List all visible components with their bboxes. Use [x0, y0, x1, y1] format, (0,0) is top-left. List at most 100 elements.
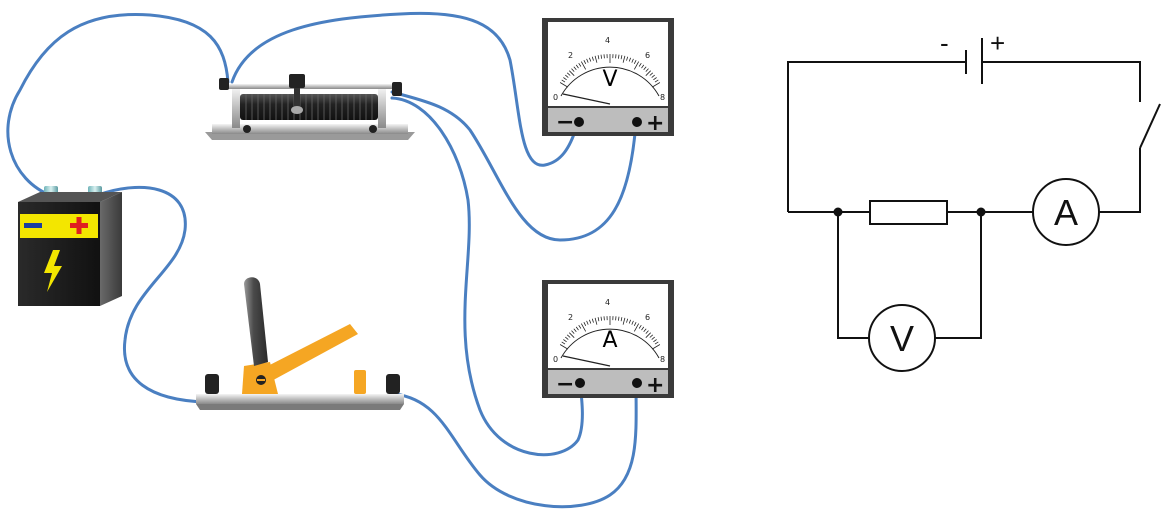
rheostat-terminal-right[interactable]	[392, 82, 402, 96]
scale-tick	[622, 55, 626, 63]
wire-battery-to-switch	[96, 185, 207, 404]
scale-tick	[633, 60, 637, 64]
scale-tick	[559, 82, 569, 88]
schematic-node-right	[976, 207, 986, 217]
scale-tick	[620, 317, 623, 322]
scale-tick	[633, 322, 637, 326]
wires	[6, 11, 638, 509]
voltmeter-tick-6: 6	[645, 51, 650, 60]
scale-tick	[649, 72, 654, 76]
ammeter-plus-label: +	[646, 373, 664, 398]
schematic-wire-top-right	[982, 61, 1141, 102]
ammeter-plus-terminal[interactable]	[632, 378, 642, 388]
scale-tick	[575, 64, 579, 69]
scale-tick	[589, 57, 592, 62]
ammeter-minus-terminal[interactable]	[575, 378, 585, 388]
scale-tick	[638, 324, 642, 329]
scale-tick	[618, 54, 620, 59]
ammeter-tick-2: 2	[568, 313, 573, 322]
scale-tick	[651, 82, 661, 88]
rheostat-coil	[240, 94, 378, 120]
scale-tick	[594, 55, 598, 63]
scale-tick	[586, 58, 589, 63]
lightning-icon	[44, 250, 62, 292]
scale-tick	[654, 79, 659, 83]
ammeter-minus-label: −	[556, 372, 574, 397]
scale-tick	[578, 62, 582, 67]
schematic-wire-right	[1099, 148, 1141, 213]
scale-tick	[651, 344, 661, 350]
rheostat[interactable]	[205, 74, 415, 140]
scale-tick	[569, 332, 575, 338]
voltmeter-scale-ticks	[559, 54, 661, 88]
rheostat-base-top	[212, 124, 408, 134]
scale-tick	[578, 324, 582, 329]
scale-tick	[591, 56, 594, 61]
voltmeter-scale-arc	[560, 66, 660, 97]
scale-tick	[622, 317, 626, 325]
rheostat-rail	[228, 84, 393, 89]
scale-tick	[561, 79, 566, 83]
scale-tick	[591, 318, 594, 323]
ammeter[interactable]: 0 2 4 6 8 A − +	[542, 280, 674, 398]
schematic-battery-minus: -	[940, 28, 949, 58]
schematic-voltmeter-branch-left	[837, 212, 869, 339]
scale-tick	[631, 58, 634, 63]
voltmeter[interactable]: 0 2 4 6 8 V − +	[542, 18, 674, 136]
voltmeter-minus-label: −	[556, 110, 574, 135]
schematic-ammeter-symbol: A	[1054, 192, 1078, 233]
switch-terminal-right[interactable]	[386, 374, 400, 394]
battery-side	[100, 192, 122, 306]
scale-tick	[653, 77, 657, 81]
voltmeter-plus-terminal[interactable]	[632, 117, 642, 127]
voltmeter-face	[548, 22, 668, 106]
battery-plus-sign	[70, 217, 88, 234]
scale-tick	[645, 70, 651, 76]
rheostat-terminal-left[interactable]	[219, 78, 229, 90]
wire-battery-to-rheostat	[6, 12, 230, 198]
schematic-node-left	[833, 207, 843, 217]
knife-switch[interactable]	[196, 277, 404, 410]
scale-tick	[565, 74, 569, 78]
scale-tick	[573, 66, 577, 71]
scale-tick	[653, 339, 657, 343]
scale-tick	[654, 341, 659, 345]
scale-tick	[618, 316, 620, 321]
battery[interactable]	[18, 186, 122, 306]
schematic-battery-plus: +	[990, 28, 1005, 58]
scale-tick	[638, 62, 642, 67]
scale-tick	[563, 77, 567, 81]
scale-tick	[573, 328, 577, 333]
scale-tick	[563, 339, 567, 343]
rheostat-foot-knob-right	[369, 125, 377, 133]
scale-tick	[583, 322, 587, 326]
schematic-wire-top-left	[787, 61, 966, 212]
scale-tick	[645, 332, 651, 338]
scale-tick	[589, 319, 592, 324]
ammeter-scale-ticks	[559, 316, 661, 350]
voltmeter-tick-0: 0	[553, 93, 558, 102]
scale-tick	[597, 55, 600, 60]
wire-rheostat-to-voltmeter-plus	[390, 90, 638, 242]
voltmeter-tick-2: 2	[568, 51, 573, 60]
voltmeter-tick-8: 8	[660, 93, 665, 102]
schematic-switch-blade	[1139, 103, 1161, 149]
switch-terminal-left[interactable]	[205, 374, 219, 394]
battery-top	[18, 192, 122, 202]
scale-tick	[651, 336, 655, 340]
scale-tick	[583, 60, 587, 64]
scale-tick	[628, 319, 631, 324]
voltmeter-minus-terminal[interactable]	[574, 117, 584, 127]
scale-tick	[600, 316, 602, 321]
battery-minus-sign	[24, 223, 42, 228]
switch-handle[interactable]	[244, 277, 268, 366]
switch-contact-post	[354, 370, 366, 394]
rheostat-slider-knob[interactable]	[289, 74, 305, 88]
scale-tick	[559, 344, 569, 350]
rheostat-slider-contact	[291, 106, 303, 114]
switch-base-bottom	[196, 404, 404, 410]
scale-tick	[566, 72, 571, 76]
wire-switch-to-ammeter-plus	[393, 381, 638, 509]
scale-tick	[571, 330, 575, 334]
switch-base	[196, 394, 404, 404]
